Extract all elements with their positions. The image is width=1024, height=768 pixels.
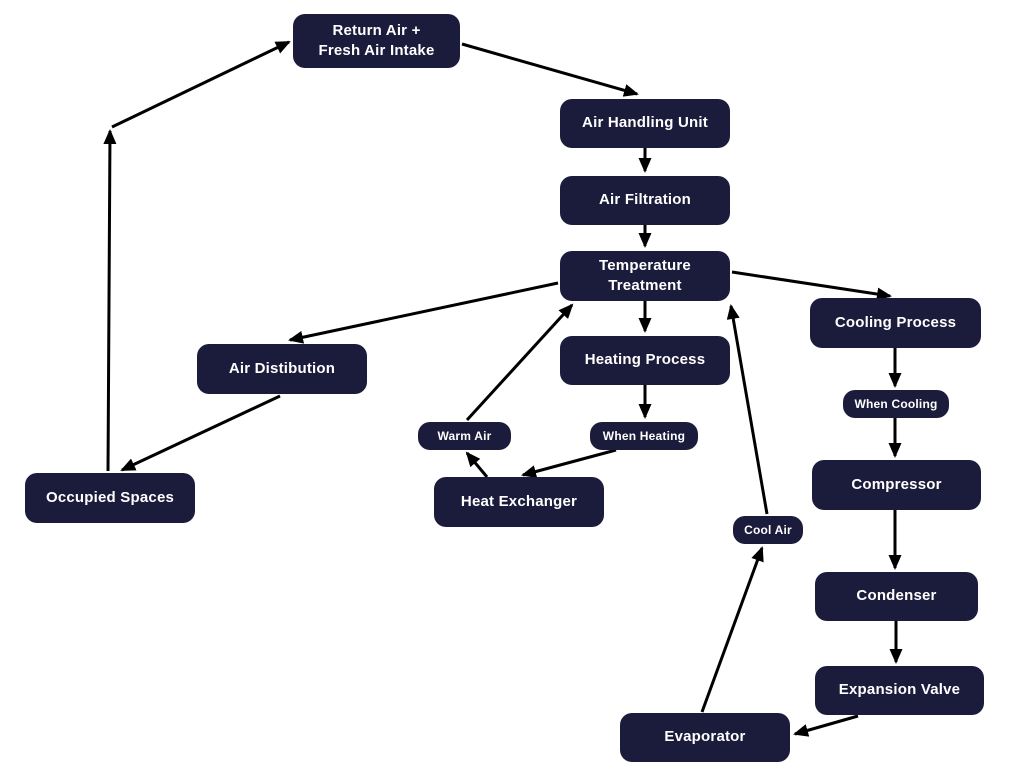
edge-temperature-to-air-distribution xyxy=(288,281,559,344)
edge-expansion-valve-to-evaporator xyxy=(793,714,859,737)
edge-corner-to-return-air xyxy=(111,40,291,129)
edge-cool-air-to-temperature xyxy=(726,304,769,515)
node-when-heating: When Heating xyxy=(590,422,698,450)
node-compressor: Compressor xyxy=(812,460,981,510)
node-air-filtration: Air Filtration xyxy=(560,176,730,225)
node-condenser: Condenser xyxy=(815,572,978,621)
node-cooling-process: Cooling Process xyxy=(810,298,981,348)
node-air-distribution: Air Distibution xyxy=(197,344,367,394)
node-when-cooling: When Cooling xyxy=(843,390,949,418)
node-cool-air: Cool Air xyxy=(733,516,803,544)
node-expansion-valve: Expansion Valve xyxy=(815,666,984,715)
edge-warm-air-to-temperature xyxy=(465,303,574,422)
node-return-air-fresh-air-intake: Return Air + Fresh Air Intake xyxy=(293,14,460,68)
edge-air-distribution-to-occupied-spaces xyxy=(120,394,281,472)
node-occupied-spaces: Occupied Spaces xyxy=(25,473,195,523)
edge-evaporator-to-cool-air xyxy=(700,546,764,713)
edge-return-air-to-ahu xyxy=(461,42,639,97)
node-heat-exchanger: Heat Exchanger xyxy=(434,477,604,527)
edge-when-heating-to-heat-exchanger xyxy=(521,448,617,478)
node-warm-air: Warm Air xyxy=(418,422,511,450)
node-evaporator: Evaporator xyxy=(620,713,790,762)
node-temperature-treatment: Temperature Treatment xyxy=(560,251,730,301)
node-air-handling-unit: Air Handling Unit xyxy=(560,99,730,148)
edge-heat-exchanger-to-warm-air xyxy=(465,451,489,478)
node-heating-process: Heating Process xyxy=(560,336,730,385)
edge-temperature-to-cooling xyxy=(731,270,892,301)
edge-occupied-spaces-up xyxy=(103,129,117,472)
